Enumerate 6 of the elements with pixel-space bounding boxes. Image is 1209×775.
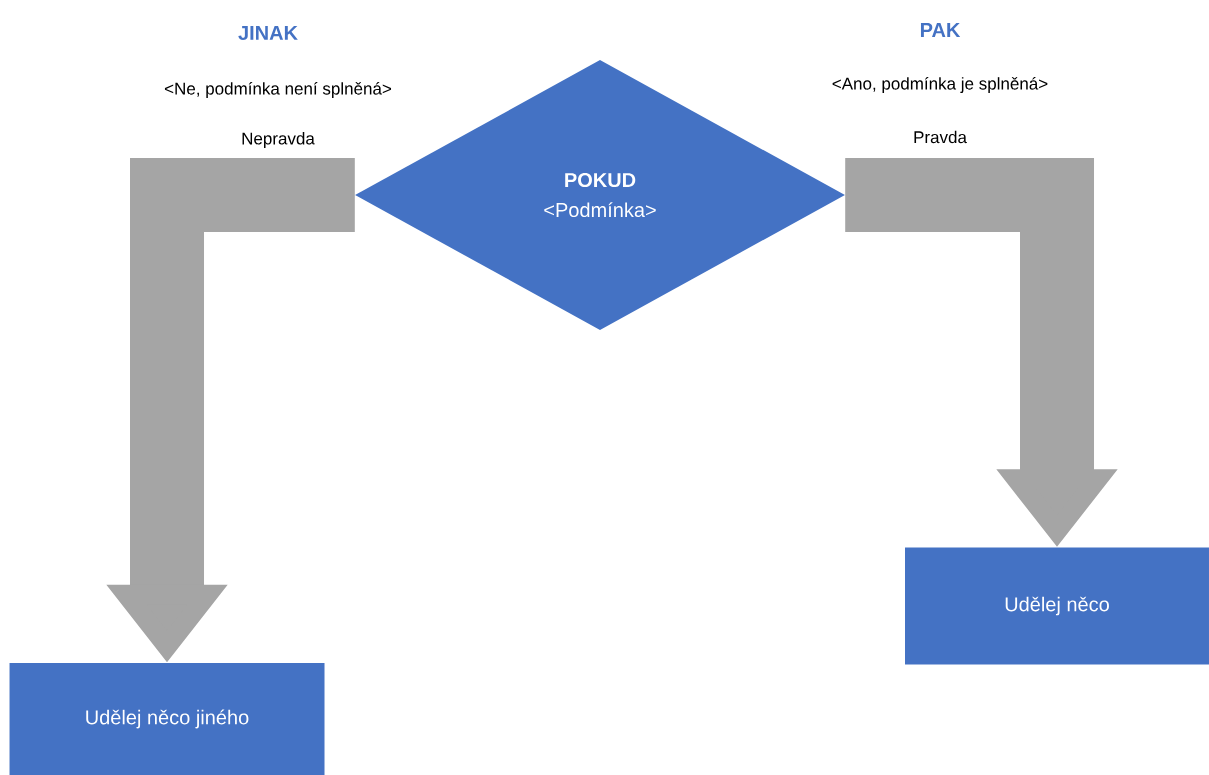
action-box: Udělej něco: [905, 547, 1209, 665]
branch-heading: JINAK: [238, 26, 298, 40]
edge-label: Nepravda: [242, 132, 315, 148]
action-box: Udělej něco jiného: [9, 663, 325, 775]
branch-heading: PAK: [920, 23, 961, 37]
edge-label: Pravda: [914, 130, 967, 144]
